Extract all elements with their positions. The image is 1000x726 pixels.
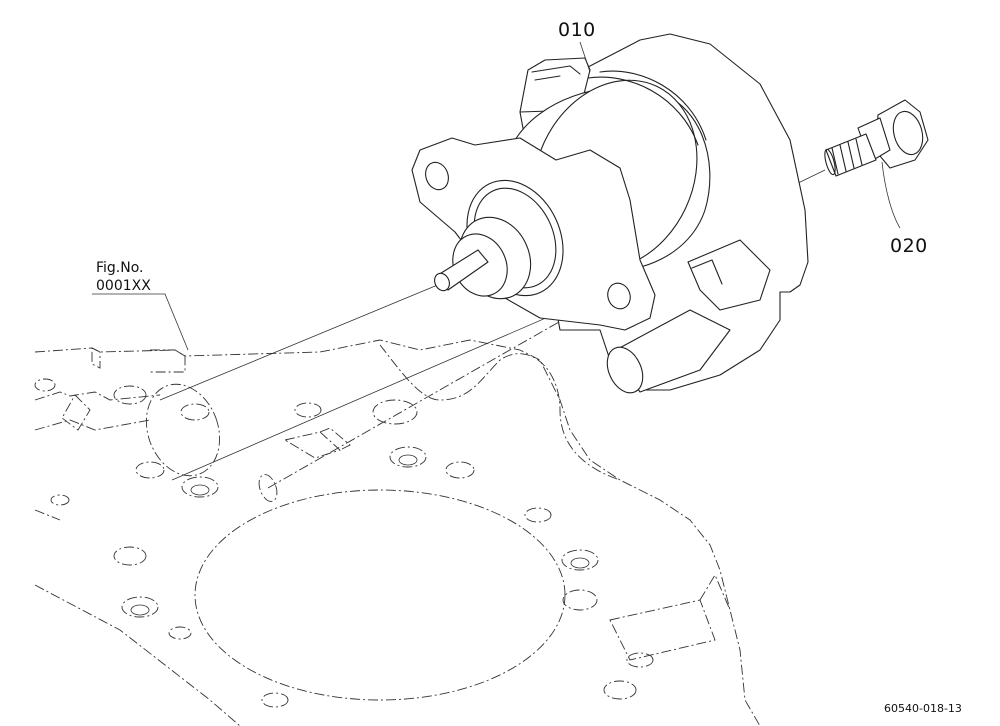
label-fig-ref-line1: Fig.No. (96, 260, 144, 276)
label-part-020: 020 (890, 235, 928, 257)
drawing-code: 60540-018-13 (884, 702, 962, 715)
part-020-bolt (824, 99, 929, 177)
label-fig-ref-line2: 0001XX (96, 278, 151, 294)
gasket-plate (34, 339, 761, 726)
part-010-solenoid (411, 33, 809, 394)
leader-lines (92, 41, 901, 351)
label-part-010: 010 (558, 19, 596, 41)
